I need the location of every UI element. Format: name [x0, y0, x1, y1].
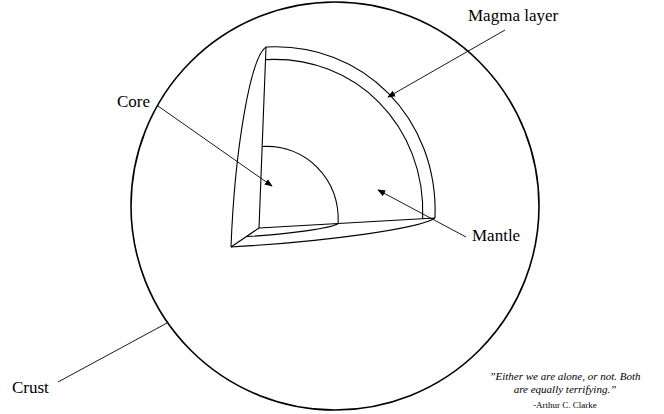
- outer-arc: [231, 218, 435, 247]
- outer-arc: [231, 47, 266, 247]
- leader-line: [58, 323, 167, 382]
- axis-edge: [259, 47, 266, 228]
- part-label: Magma layer: [468, 6, 558, 26]
- leader-line: [378, 190, 466, 237]
- crust-circle: [131, 2, 539, 410]
- quote-author: -Arthur C. Clarke: [482, 400, 648, 410]
- cutaway-wedge: [231, 47, 435, 247]
- leader-line: [158, 106, 272, 186]
- part-label: Core: [117, 92, 150, 112]
- axis-edge: [259, 218, 435, 228]
- outer-arc: [266, 47, 435, 218]
- axis-edge: [231, 228, 259, 247]
- part-label: Mantle: [472, 226, 520, 246]
- core-arc: [246, 224, 338, 237]
- leader-line: [388, 30, 505, 97]
- quote-text: ”Either we are alone, or not. Both are e…: [482, 370, 648, 395]
- core-arc: [262, 146, 338, 223]
- part-label: Crust: [12, 378, 49, 398]
- magma-arc: [266, 59, 423, 218]
